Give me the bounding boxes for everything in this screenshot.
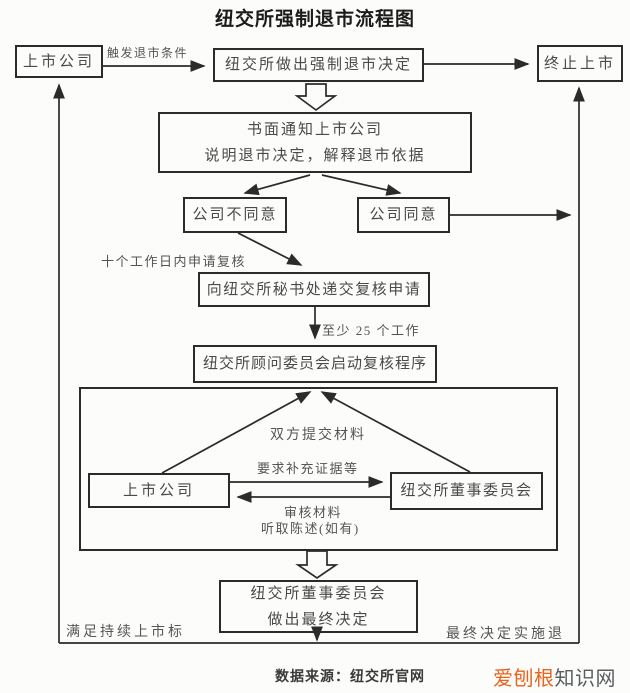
edge-label-both-submit: 双方提交材料	[270, 428, 366, 443]
final-line-2: 做出最终决定	[267, 611, 370, 628]
edge-notice-to-agree	[321, 174, 402, 196]
node-final-decision: 纽交所董事委员会 做出最终决定	[219, 580, 418, 633]
data-source-caption: 数据来源：纽交所官网	[275, 668, 425, 684]
edge-disagree-to-submit	[237, 232, 303, 266]
edge-label-at-least-25: 至少 25 个工作	[322, 323, 421, 338]
edge-label-trigger: 触发退市条件	[107, 46, 189, 60]
site-watermark: 爱刨根知识网	[493, 662, 616, 691]
edge-label-review-materials: 审核材料	[284, 505, 343, 520]
edge-label-meet-standard: 满足持续上市标	[66, 625, 185, 640]
node-company-agrees: 公司同意	[357, 197, 450, 233]
edge-notice-to-disagree	[243, 174, 311, 196]
edge-label-ten-days: 十个工作日内申请复核	[101, 254, 247, 269]
final-line-1: 纽交所董事委员会	[250, 585, 387, 602]
node-inner-listed-company: 上市公司	[88, 473, 230, 508]
notice-line-1: 书面通知上市公司	[246, 121, 383, 138]
node-submit-review-application: 向纽交所秘书处递交复核申请	[198, 272, 430, 307]
edge-label-final-delist: 最终决定实施退	[446, 627, 565, 642]
review-process-container	[79, 387, 558, 551]
watermark-highlight: 爱刨根	[493, 668, 555, 690]
edge-label-request-evidence: 要求补充证据等	[257, 461, 359, 476]
page-title: 纽交所强制退市流程图	[214, 9, 415, 30]
edge-label-hear-statements: 听取陈述(如有)	[261, 521, 360, 536]
node-nyse-decision: 纽交所做出强制退市决定	[213, 48, 424, 82]
hollow-arrow-down-1	[294, 83, 338, 112]
notice-line-2: 说明退市决定，解释退市依据	[204, 147, 426, 164]
node-advisory-committee-review: 纽交所顾问委员会启动复核程序	[193, 345, 437, 383]
node-inner-board-committee: 纽交所董事委员会	[390, 472, 543, 510]
node-listed-company: 上市公司	[15, 45, 103, 78]
watermark-rest: 知识网	[554, 668, 616, 690]
hollow-arrow-down-2	[295, 550, 339, 580]
node-terminate-listing: 终止上市	[537, 45, 623, 82]
node-company-disagrees: 公司不同意	[183, 197, 287, 233]
node-written-notice: 书面通知上市公司 说明退市决定，解释退市依据	[158, 112, 472, 173]
